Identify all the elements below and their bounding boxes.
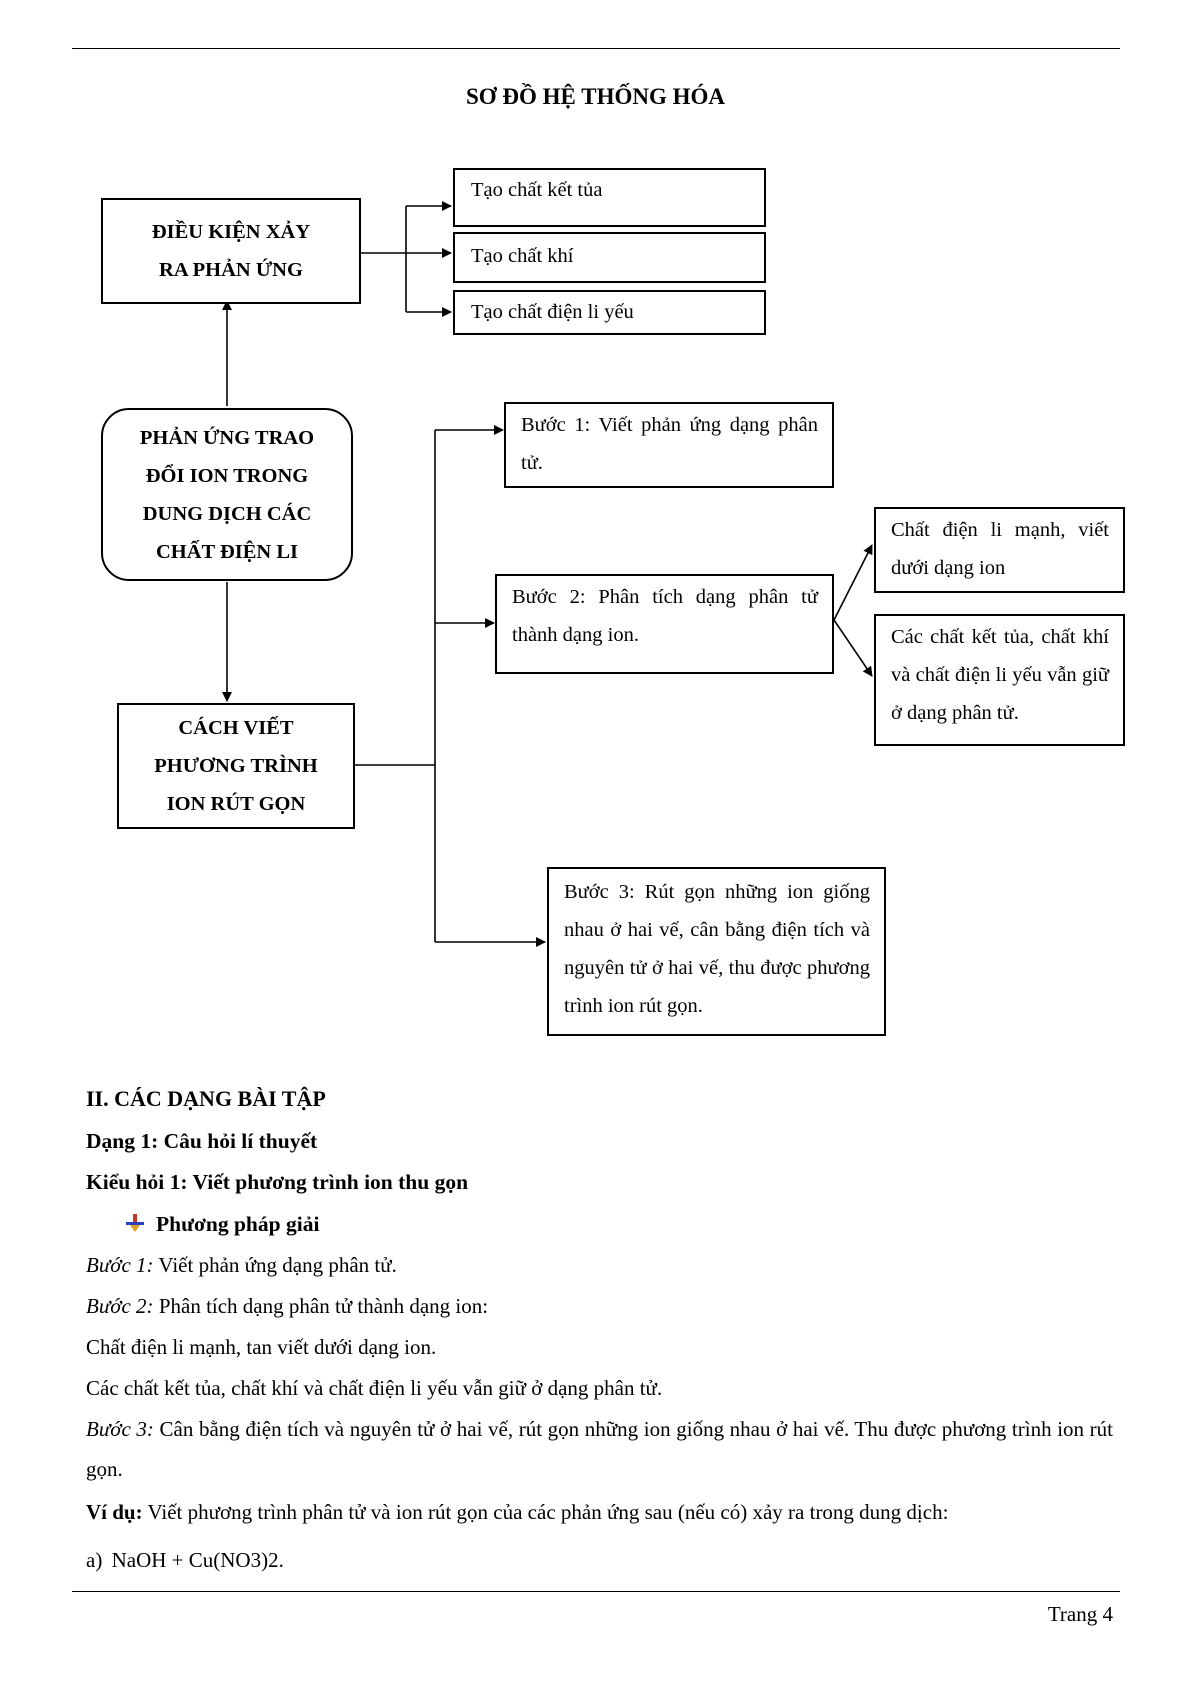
condition-item-label: Tạo chất khí <box>471 245 574 267</box>
condition-item-gas: Tạo chất khí <box>453 232 766 283</box>
method-box: CÁCH VIẾT PHƯƠNG TRÌNH ION RÚT GỌN <box>117 703 355 829</box>
center-line-4: CHẤT ĐIỆN LI <box>155 540 299 563</box>
arrow-bullet-icon <box>124 1212 146 1234</box>
conditions-line-1: ĐIỀU KIỆN XẢY <box>151 221 311 243</box>
step1-body: Viết phản ứng dạng phân tử. <box>153 1253 397 1277</box>
step2-detail-1: Chất điện li mạnh, tan viết dưới dạng io… <box>86 1335 437 1359</box>
step2-line: Bước 2: Phân tích dạng phân tử thành dạn… <box>86 1292 488 1320</box>
step1-line: Bước 1: Viết phản ứng dạng phân tử. <box>86 1251 397 1279</box>
condition-item-label: Tạo chất kết tủa <box>471 179 603 201</box>
step2b-text: Các chất kết tủa, chất khí và chất điện … <box>891 626 1109 724</box>
step2a-text: Chất điện li mạnh, viết dưới dạng ion <box>891 519 1109 579</box>
step2-text: Bước 2: Phân tích dạng phân tử thành dạn… <box>512 586 818 646</box>
step1-box: Bước 1: Viết phản ứng dạng phân tử. <box>504 402 834 488</box>
section-heading: II. CÁC DẠNG BÀI TẬP <box>86 1086 326 1111</box>
method-heading: Phương pháp giải <box>156 1212 320 1236</box>
condition-item-weak-electrolyte: Tạo chất điện li yếu <box>453 290 766 335</box>
condition-item-precipitate: Tạo chất kết tủa <box>453 168 766 227</box>
example-body: Viết phương trình phân tử và ion rút gọn… <box>142 1500 949 1524</box>
bottom-rule <box>72 1591 1120 1592</box>
step3-text: Bước 3: Rút gọn những ion giống nhau ở h… <box>564 881 870 1017</box>
item-a-line: a) NaOH + Cu(NO3)2. <box>86 1546 284 1574</box>
item-a-formula: NaOH + Cu(NO3)2. <box>111 1548 284 1572</box>
example-label: Ví dụ: <box>86 1500 143 1524</box>
step2-label: Bước 2: <box>86 1294 154 1318</box>
page-title: SƠ ĐỒ HỆ THỐNG HÓA <box>465 84 725 109</box>
step3-body: Cân bằng điện tích và nguyên tử ở hai vế… <box>86 1417 1113 1481</box>
step1-label: Bước 1: <box>86 1253 154 1277</box>
step2-body: Phân tích dạng phân tử thành dạng ion: <box>153 1294 489 1318</box>
conditions-line-2: RA PHẢN ỨNG <box>159 259 303 281</box>
method-line-3: ION RÚT GỌN <box>166 793 306 815</box>
conditions-box: ĐIỀU KIỆN XẢY RA PHẢN ỨNG <box>101 198 361 304</box>
example-line: Ví dụ: Viết phương trình phân tử và ion … <box>86 1498 948 1526</box>
type-heading: Dạng 1: Câu hỏi lí thuyết <box>86 1129 318 1153</box>
step3-label: Bước 3: <box>86 1417 154 1441</box>
step2-molecular-form-box: Các chất kết tủa, chất khí và chất điện … <box>874 614 1125 746</box>
top-rule <box>72 48 1120 49</box>
center-line-1: PHẢN ỨNG TRAO <box>139 426 315 449</box>
method-line-1: CÁCH VIẾT <box>178 717 294 739</box>
step2-detail-2: Các chất kết tủa, chất khí và chất điện … <box>86 1376 663 1400</box>
diagram-connectors <box>222 201 873 947</box>
step3-box: Bước 3: Rút gọn những ion giống nhau ở h… <box>547 867 886 1036</box>
condition-item-label: Tạo chất điện li yếu <box>471 301 634 323</box>
page-number: Trang 4 <box>1047 1602 1113 1626</box>
question-kind-heading: Kiểu hỏi 1: Viết phương trình ion thu gọ… <box>86 1170 469 1194</box>
step2-strong-electrolyte-box: Chất điện li mạnh, viết dưới dạng ion <box>874 507 1125 593</box>
method-line-2: PHƯƠNG TRÌNH <box>154 755 318 777</box>
method-heading-row: Phương pháp giải <box>124 1210 319 1238</box>
item-a-formula-text: NaOH + Cu(NO3)2 <box>111 1548 279 1572</box>
step3-paragraph: Bước 3: Cân bằng điện tích và nguyên tử … <box>86 1409 1113 1489</box>
step2-box: Bước 2: Phân tích dạng phân tử thành dạn… <box>495 574 834 674</box>
step1-text: Bước 1: Viết phản ứng dạng phân tử. <box>521 414 818 474</box>
center-line-2: ĐỔI ION TRONG <box>145 464 309 487</box>
center-topic-box: PHẢN ỨNG TRAO ĐỔI ION TRONG DUNG DỊCH CÁ… <box>101 408 353 581</box>
item-a-label: a) <box>86 1548 103 1572</box>
center-line-3: DUNG DỊCH CÁC <box>142 502 312 525</box>
